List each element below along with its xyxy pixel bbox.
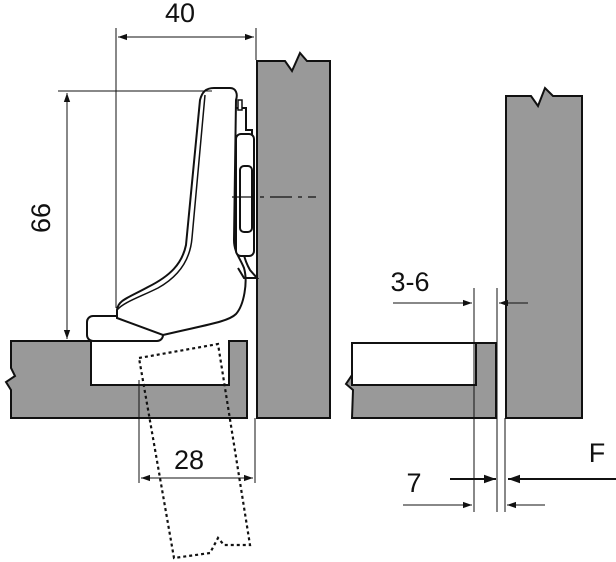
force-label: F	[589, 438, 606, 468]
hinge-arm-inner-line	[116, 94, 206, 311]
dim-gap-label: 3-6	[390, 267, 429, 297]
mounting-screw	[239, 165, 253, 233]
cabinet-side-panel	[256, 51, 331, 419]
hinge-top-tab	[237, 99, 243, 111]
dim-66-label: 66	[26, 203, 56, 233]
dim-28-label: 28	[174, 445, 204, 475]
right-cabinet-panel	[505, 86, 583, 419]
dim-7-label: 7	[406, 468, 421, 498]
dim-40-label: 40	[165, 0, 195, 28]
door-open-position	[137, 342, 252, 560]
door-panel	[4, 340, 248, 419]
right-door-edge	[351, 342, 477, 386]
hinge-arm	[116, 87, 247, 337]
